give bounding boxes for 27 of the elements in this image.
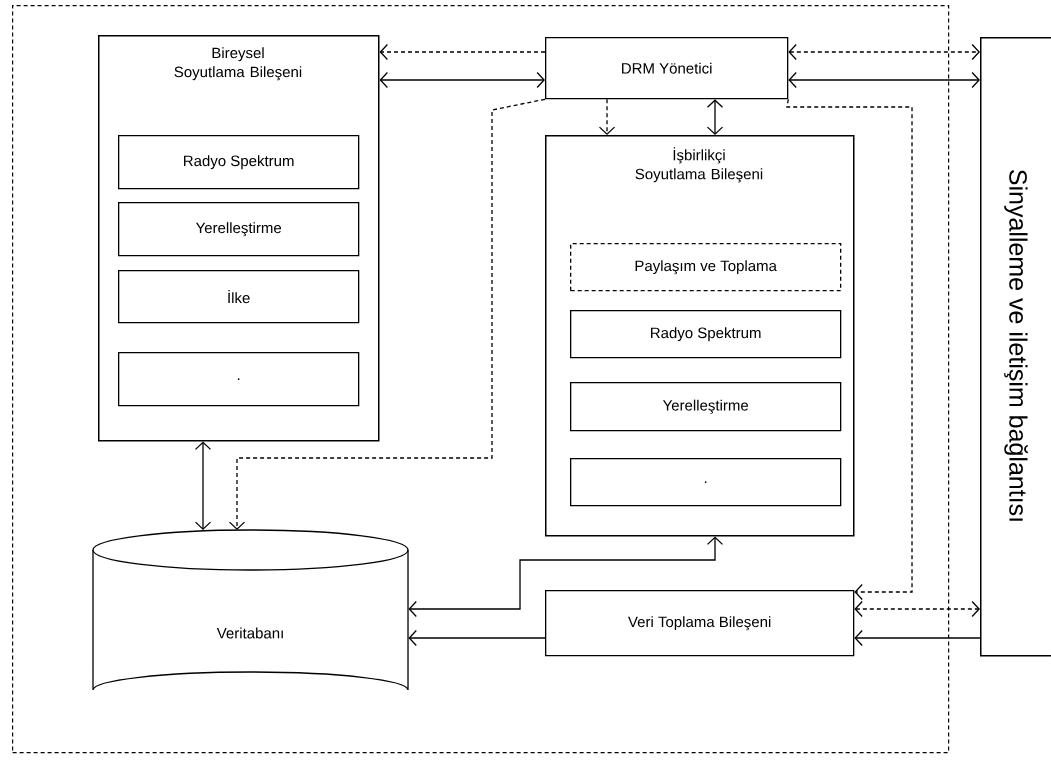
link-box: Sinyalleme ve iletişim bağlantısı: [980, 37, 1051, 657]
arrow: [408, 629, 546, 647]
arrow: [228, 98, 546, 530]
arrow: [408, 536, 724, 618]
arrow: [788, 71, 980, 89]
module-box: Radyo Spektrum: [570, 310, 842, 359]
database-cylinder: Veritabanı: [92, 529, 409, 691]
arrow: [854, 629, 981, 647]
arrow: [854, 600, 980, 618]
arrow: [786, 98, 913, 601]
arrow: [379, 71, 545, 89]
arrow: [598, 98, 616, 135]
module-box: .: [118, 352, 360, 407]
arrow: [379, 43, 546, 61]
module-box: Yerelleştirme: [118, 202, 360, 257]
dashed-frame: [12, 5, 950, 754]
node-label: Veritabanı: [216, 627, 283, 639]
module-box: .: [570, 458, 842, 507]
module-box: Yerelleştirme: [570, 382, 842, 432]
module-box: Paylaşım ve Toplama: [570, 243, 842, 292]
arrow: [194, 441, 212, 530]
module-box: Radyo Spektrum: [118, 135, 360, 190]
arrow: [788, 43, 980, 61]
module-box: DRM Yönetici: [545, 37, 789, 100]
module-box: Veri Toplama Bileşeni: [545, 590, 855, 657]
module-box: İlke: [118, 270, 360, 324]
arrow: [706, 99, 724, 135]
